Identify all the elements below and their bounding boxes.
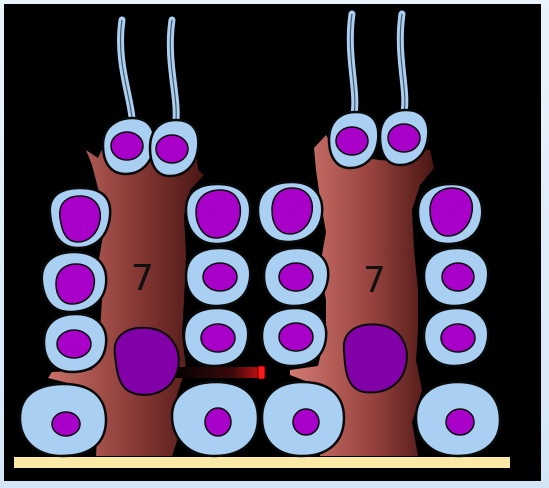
sertoli-label-right: 7 (363, 260, 386, 301)
sertoli-label-left: 7 (131, 258, 154, 299)
spermatocyte-2 (186, 248, 250, 306)
spermatocyte-5 (44, 314, 106, 372)
spermatocyte-4 (424, 248, 488, 306)
tight-junction-marker (258, 366, 265, 379)
basement-membrane (14, 457, 510, 468)
sertoli-nucleus-right (344, 324, 407, 392)
spermatocyte-1 (42, 252, 106, 312)
round-spermatid-1 (50, 188, 110, 248)
spermatogonium-4 (416, 382, 500, 456)
spermatocyte-3 (264, 248, 328, 306)
spermatocyte-6 (184, 308, 248, 366)
tight-junction (168, 367, 260, 378)
spermatogonium-1 (20, 384, 106, 456)
round-spermatid-4 (418, 184, 482, 244)
spermatocyte-8 (424, 308, 488, 366)
spermatogonium-3 (262, 382, 344, 456)
spermatocyte-7 (262, 308, 326, 366)
spermatogonium-2 (172, 382, 258, 456)
round-spermatid-2 (186, 184, 250, 244)
sertoli-nucleus-left (115, 328, 179, 395)
round-spermatid-3 (258, 182, 322, 242)
